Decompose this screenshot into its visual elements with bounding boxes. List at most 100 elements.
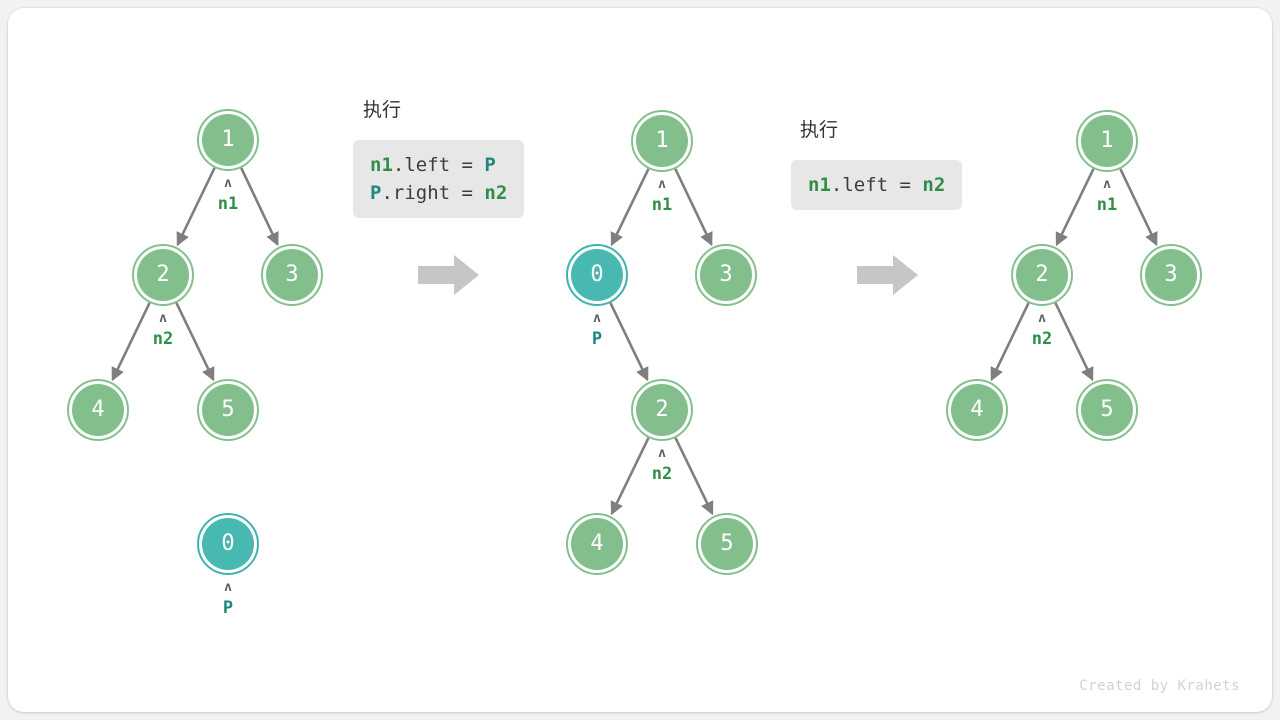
step1-caption-title: 执行 (363, 99, 402, 121)
node-disc (137, 249, 189, 301)
tree-edge (176, 167, 216, 247)
pointer-name: P (591, 329, 603, 349)
node-value: 3 (285, 262, 299, 287)
node-value: 2 (655, 397, 669, 422)
node-ring (631, 110, 693, 172)
pointer-name: n1 (651, 195, 673, 215)
tree-node-5[interactable]: 5 (197, 379, 259, 441)
tree-node-1[interactable]: 1 (631, 110, 693, 172)
node-ring (197, 513, 259, 575)
node-disc (571, 249, 623, 301)
step2-caption-title: 执行 (800, 119, 839, 141)
code-token: .left = (392, 154, 485, 176)
tree-node-2[interactable]: 2 (1011, 244, 1073, 306)
tree-node-1[interactable]: 1 (197, 109, 259, 171)
node-value: 2 (1035, 262, 1049, 287)
tree-node-3[interactable]: 3 (1140, 244, 1202, 306)
tree-node-4[interactable]: 4 (946, 379, 1008, 441)
code-token: n2 (922, 174, 946, 196)
tree-edge (240, 167, 279, 247)
node-ring (566, 513, 628, 575)
node-disc (202, 114, 254, 166)
tree-edge (609, 302, 649, 382)
tree-edge (674, 437, 714, 516)
node-ring (67, 379, 129, 441)
pointer-name: n1 (1096, 195, 1118, 215)
transition-arrow-1 (418, 254, 480, 296)
tree-node-2[interactable]: 2 (631, 379, 693, 441)
tree-edge (1055, 168, 1095, 247)
node-ring (1011, 244, 1073, 306)
node-disc (700, 249, 752, 301)
pointer-caret-icon: ʌ (658, 177, 666, 192)
pointer-label-n1: ʌ n1 (1067, 177, 1147, 215)
node-value: 5 (720, 531, 734, 556)
code-token: .right = (381, 182, 485, 204)
code-token: n2 (484, 182, 508, 204)
tree-edge (111, 302, 151, 382)
code-line: n1.left = P (370, 151, 507, 179)
tree-node-4[interactable]: 4 (67, 379, 129, 441)
pointer-name: n2 (651, 464, 673, 484)
node-value: 0 (221, 531, 235, 556)
node-disc (1016, 249, 1068, 301)
node-disc (202, 384, 254, 436)
tree-node-5[interactable]: 5 (1076, 379, 1138, 441)
pointer-name: P (222, 598, 234, 618)
tree-edge (1054, 302, 1094, 382)
node-ring (197, 109, 259, 171)
tree-node-3[interactable]: 3 (695, 244, 757, 306)
node-ring (1076, 110, 1138, 172)
node-disc (202, 518, 254, 570)
node-value: 4 (590, 531, 604, 556)
pointer-label-n1: ʌ n1 (622, 177, 702, 215)
transition-arrow-2 (857, 254, 919, 296)
tree-node-1[interactable]: 1 (1076, 110, 1138, 172)
tree-edge (610, 437, 650, 516)
node-value: 1 (1100, 128, 1114, 153)
node-ring (695, 244, 757, 306)
tree-node-5[interactable]: 5 (696, 513, 758, 575)
node-value: 0 (590, 262, 604, 287)
node-ring (946, 379, 1008, 441)
tree-node-0[interactable]: 0 (566, 244, 628, 306)
node-ring (631, 379, 693, 441)
code-token: .left = (830, 174, 923, 196)
node-disc (951, 384, 1003, 436)
tree-node-4[interactable]: 4 (566, 513, 628, 575)
tree-edge (990, 302, 1030, 382)
node-ring (1140, 244, 1202, 306)
pointer-caret-icon: ʌ (159, 311, 167, 326)
pointer-caret-icon: ʌ (1103, 177, 1111, 192)
node-value: 4 (91, 397, 105, 422)
node-value: 5 (1100, 397, 1114, 422)
node-disc (636, 384, 688, 436)
node-disc (1081, 115, 1133, 167)
node-ring (197, 379, 259, 441)
code-token: P (370, 182, 382, 204)
tree-node-3[interactable]: 3 (261, 244, 323, 306)
node-ring (696, 513, 758, 575)
code-token: n1 (808, 174, 831, 196)
pointer-name: n1 (217, 194, 239, 214)
code-token: n1 (370, 154, 393, 176)
node-value: 4 (970, 397, 984, 422)
node-value: 2 (156, 262, 170, 287)
tree-node-2[interactable]: 2 (132, 244, 194, 306)
tree-node-0[interactable]: 0 (197, 513, 259, 575)
code-line: n1.left = n2 (808, 171, 945, 199)
node-ring (566, 244, 628, 306)
code-line: P.right = n2 (370, 179, 507, 207)
node-disc (1081, 384, 1133, 436)
node-value: 3 (719, 262, 733, 287)
node-value: 1 (655, 128, 669, 153)
